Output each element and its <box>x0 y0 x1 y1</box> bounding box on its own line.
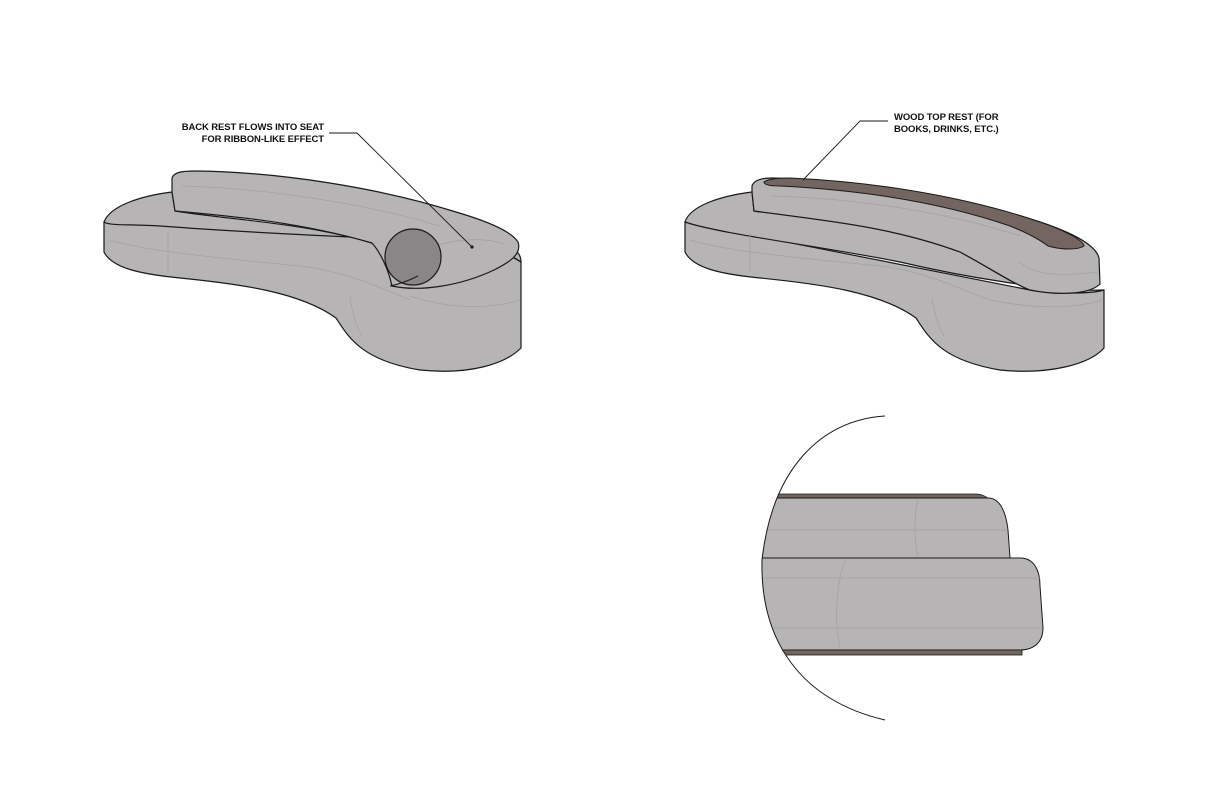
detail-callout <box>761 415 1044 721</box>
detail-wood-base <box>761 649 1023 656</box>
backrest-leader-line <box>329 132 473 248</box>
wood-top-rest <box>763 177 1085 250</box>
backrest-annotation-line-1: BACK REST FLOWS INTO SEAT <box>181 122 324 133</box>
wood-top-annotation: WOOD TOP REST (FOR BOOKS, DRINKS, ETC.) <box>894 112 999 136</box>
backrest-leader-dot <box>470 245 474 249</box>
sofa-roll-cushion <box>384 228 442 286</box>
sofa-ribbon-view <box>103 132 522 372</box>
detail-back-cushion <box>761 497 1011 559</box>
wood-top-annotation-line-1: WOOD TOP REST (FOR <box>894 112 999 123</box>
backrest-annotation-line-2: FOR RIBBON-LIKE EFFECT <box>201 134 324 145</box>
sofa2-seams <box>689 195 1103 337</box>
detail-seams <box>761 499 1042 649</box>
sofa-wood-top-view <box>684 120 1105 372</box>
backrest-annotation: BACK REST FLOWS INTO SEAT FOR RIBBON-LIK… <box>182 122 324 146</box>
detail-magnifier-arc <box>761 415 886 721</box>
sofa-roll-tail <box>389 275 419 287</box>
detail-seat-cushion <box>761 557 1044 651</box>
sofa-seams <box>109 185 521 337</box>
wood-top-leader-line <box>802 120 888 181</box>
wood-top-annotation-line-2: BOOKS, DRINKS, ETC.) <box>894 124 999 135</box>
